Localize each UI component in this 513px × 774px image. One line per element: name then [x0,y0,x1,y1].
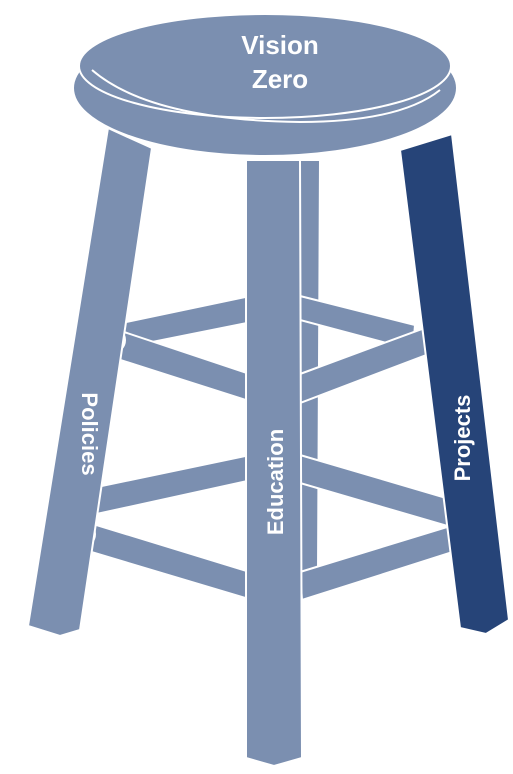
upper-rung-left [106,326,254,404]
leg-education [245,159,304,768]
leg-policies [26,126,154,638]
seat-top [78,13,452,119]
leg-label-education: Education [263,429,288,535]
leg-label-policies: Policies [77,392,102,475]
seat-label-line1: Vision [241,30,319,60]
leg-projects [398,132,511,636]
leg-label-projects: Projects [450,395,475,482]
seat-label-line2: Zero [252,64,308,94]
seat-rim-highlight [91,69,441,124]
lower-rung-back-left [91,453,254,517]
lower-rung-left [76,518,254,602]
